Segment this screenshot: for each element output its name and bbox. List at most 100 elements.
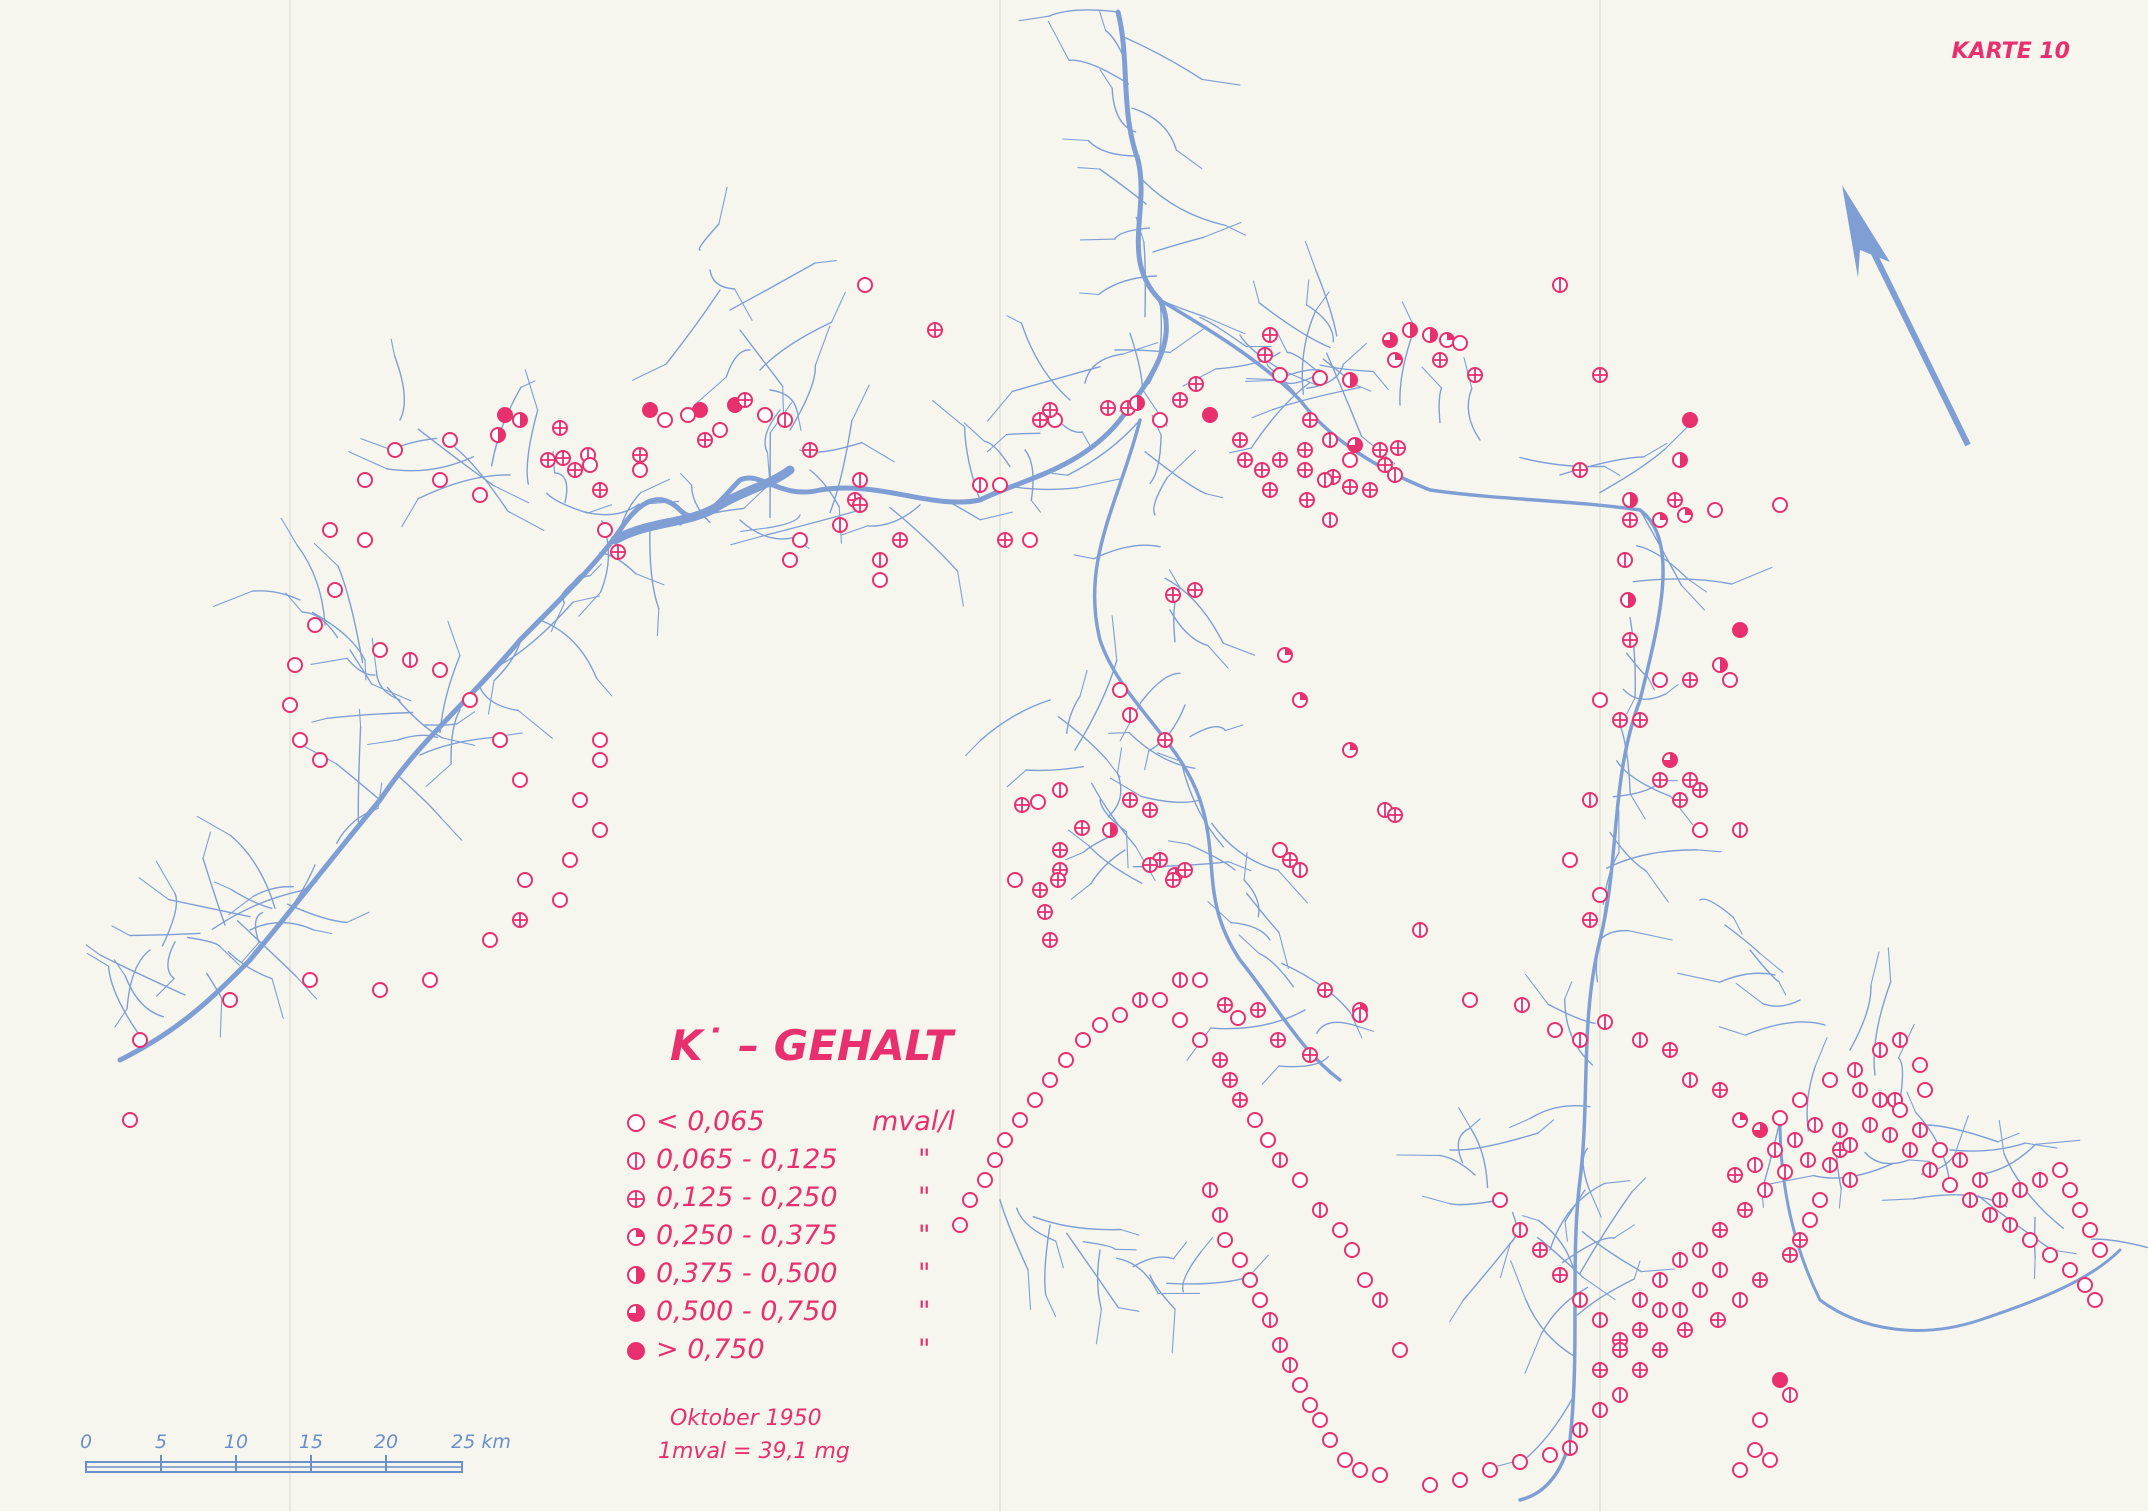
cross-circle-symbol [1552,1267,1568,1283]
cross-circle-symbol [1100,400,1116,416]
vertical-line-circle-symbol [1322,512,1338,528]
empty-circle-symbol [992,477,1008,493]
tributary [258,864,316,947]
tributary [831,291,846,323]
tributary [1125,831,1129,869]
tributary [1305,304,1335,343]
tributary [1724,924,1761,954]
tributary [1732,916,1743,935]
tributary [1849,984,1872,1051]
tributary [271,978,284,1019]
tributary [1246,892,1280,934]
tributary [1207,901,1232,924]
cross-circle-symbol [1042,402,1058,418]
tributary [499,601,574,666]
cross-circle-symbol [1172,392,1188,408]
empty-circle-symbol [1912,1057,1928,1073]
empty-circle-symbol [857,277,873,293]
tributary [524,369,539,411]
tributary [739,329,784,387]
empty-circle-symbol [1192,972,1208,988]
tributary [759,321,833,371]
tributary [401,498,419,528]
vertical-line-circle-symbol [1800,1152,1816,1168]
tributary [1326,352,1363,437]
tributary [1066,419,1141,476]
empty-circle-symbol [1352,1462,1368,1478]
empty-circle-symbol [1722,672,1738,688]
tributary [1090,849,1126,885]
vertical-line-circle-symbol [1317,472,1333,488]
tributary [1358,1026,1375,1032]
legend-unit: " [918,1182,930,1213]
tributary [1152,236,1205,253]
vertical-line-circle-symbol [1842,1137,1858,1153]
tributary [1633,1260,1641,1280]
vertical-line-circle-symbol [1767,1142,1783,1158]
empty-circle-symbol [1762,1452,1778,1468]
tributary [1099,799,1128,833]
vertical-line-circle-symbol [1747,1157,1763,1173]
tributary [1245,379,1275,382]
tributary [1457,1128,1470,1164]
vertical-line-circle-symbol [1412,922,1428,938]
tributary [1731,566,1773,585]
empty-circle-symbol [357,472,373,488]
tributary [796,410,802,431]
empty-circle-symbol [1802,1212,1818,1228]
tributary [1087,139,1140,157]
cross-circle-symbol [697,432,713,448]
tributary [1814,1037,1828,1068]
legend-range: 0,250 - 0,375 [656,1220,838,1251]
tributary [1778,980,1787,996]
tributary [2035,1139,2081,1145]
empty-circle-symbol [287,657,303,673]
tributary [311,717,328,723]
tributary [1509,1117,1531,1129]
vertical-line-circle-symbol [777,412,793,428]
tributary [1011,366,1101,393]
tributary [520,380,536,388]
tributary [1576,1278,1635,1316]
tributary [85,944,101,956]
cross-circle-symbol [512,912,528,928]
filled-circle-symbol [692,402,708,418]
tributary [1499,1243,1511,1279]
tributary [814,325,831,367]
empty-circle-symbol [657,412,673,428]
empty-circle-symbol [1260,1132,1276,1148]
cross-circle-symbol [1737,1202,1753,1218]
tributary [1168,569,1181,588]
tributary [1564,1220,1568,1242]
vertical-line-circle-symbol [1377,802,1393,818]
tributary [1271,386,1361,411]
cross-circle-symbol [1712,1082,1728,1098]
tributary [1169,609,1209,647]
tributary [1128,731,1196,769]
tributary [632,363,667,381]
vertical-line-circle-symbol [1272,1152,1288,1168]
empty-circle-symbol [1792,1092,1808,1108]
tributary [1278,1056,1329,1068]
tributary [979,511,1013,521]
tributary [493,485,530,504]
central-river [1092,418,1342,1082]
tributary [346,911,370,923]
empty-circle-symbol [2062,1262,2078,1278]
tributary [1599,897,1608,938]
tributary [1077,478,1121,489]
tributary [301,611,339,639]
tributary [1111,615,1118,661]
empty-circle-symbol [1007,872,1023,888]
vertical-line-circle-symbol [1672,1302,1688,1318]
tributary [1156,752,1182,763]
empty-circle-symbol [1692,822,1708,838]
tributary [1758,952,1784,973]
empty-circle-symbol [1058,1052,1074,1068]
tributary [487,680,495,715]
tributary [1201,78,1241,86]
cross-circle-symbol [1592,1362,1608,1378]
cross-circle-symbol [555,450,571,466]
empty-circle-symbol [1344,1242,1360,1258]
empty-circle-symbol [1272,367,1288,383]
